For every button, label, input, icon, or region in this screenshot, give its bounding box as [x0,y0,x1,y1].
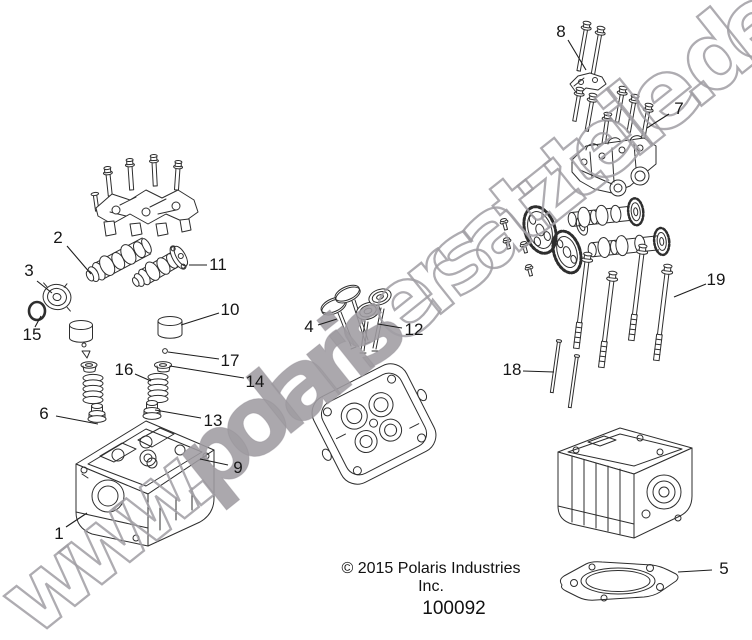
valve-tappet-left-drawing [69,320,93,343]
sprocket-bolts-drawing [499,218,534,277]
valve-keeper-right-drawing [162,348,168,354]
cam-end-cap-drawing [42,282,72,312]
copyright-notice: © 2015 Polaris Industries Inc. [341,560,521,595]
callout-8: 8 [556,22,566,41]
cylinder-block-drawing [557,427,693,539]
valve-seal-left-drawing [87,403,107,423]
callout-15: 15 [22,325,42,344]
callout-16: 16 [114,360,134,379]
diagram-part-number: 100092 [422,598,486,619]
cylinder-head-drawing [75,420,215,547]
callout-6: 6 [39,404,49,423]
cylinder-head-bottom-view-drawing [311,363,437,485]
callout-4: 4 [304,317,314,336]
o-ring-drawing [27,300,47,322]
callout-1: 1 [54,524,64,543]
callout-10: 10 [220,300,240,319]
callout-19: 19 [706,270,726,289]
callout-2: 2 [53,228,63,247]
callout-11: 11 [209,255,227,274]
cylinder-bolts-drawing [572,243,674,369]
callout-13: 13 [203,411,223,430]
spring-retainer-right-drawing [154,361,172,373]
valve-spring-right-drawing [147,372,169,404]
callout-7: 7 [674,99,684,118]
cam-sprockets-drawing [522,205,589,275]
valve-tappet-right-drawing [157,316,183,339]
camshaft-carrier-drawing [571,135,657,197]
valve-spring-left-drawing [82,373,104,405]
callout-3: 3 [24,261,34,280]
valve-keeper-left-drawing [81,342,91,359]
callout-14: 14 [245,372,265,391]
head-gasket-drawing [559,561,679,602]
callout-12: 12 [404,320,424,339]
head-bolts-long-drawing [576,20,606,77]
exhaust-camshaft-drawing [85,237,152,282]
intake-camshaft-drawing [131,245,189,287]
valve-seal-right-drawing [142,400,162,420]
valves-drawing [320,284,392,354]
spring-retainer-left-drawing [80,361,98,373]
rocker-arm-assembly-drawing [90,153,199,237]
camshafts-assembled-drawing [567,197,671,258]
callout-9: 9 [233,458,243,477]
callout-5: 5 [719,559,729,578]
callout-17: 17 [220,351,240,370]
callout-18: 18 [502,360,522,379]
studs-drawing [549,339,581,409]
